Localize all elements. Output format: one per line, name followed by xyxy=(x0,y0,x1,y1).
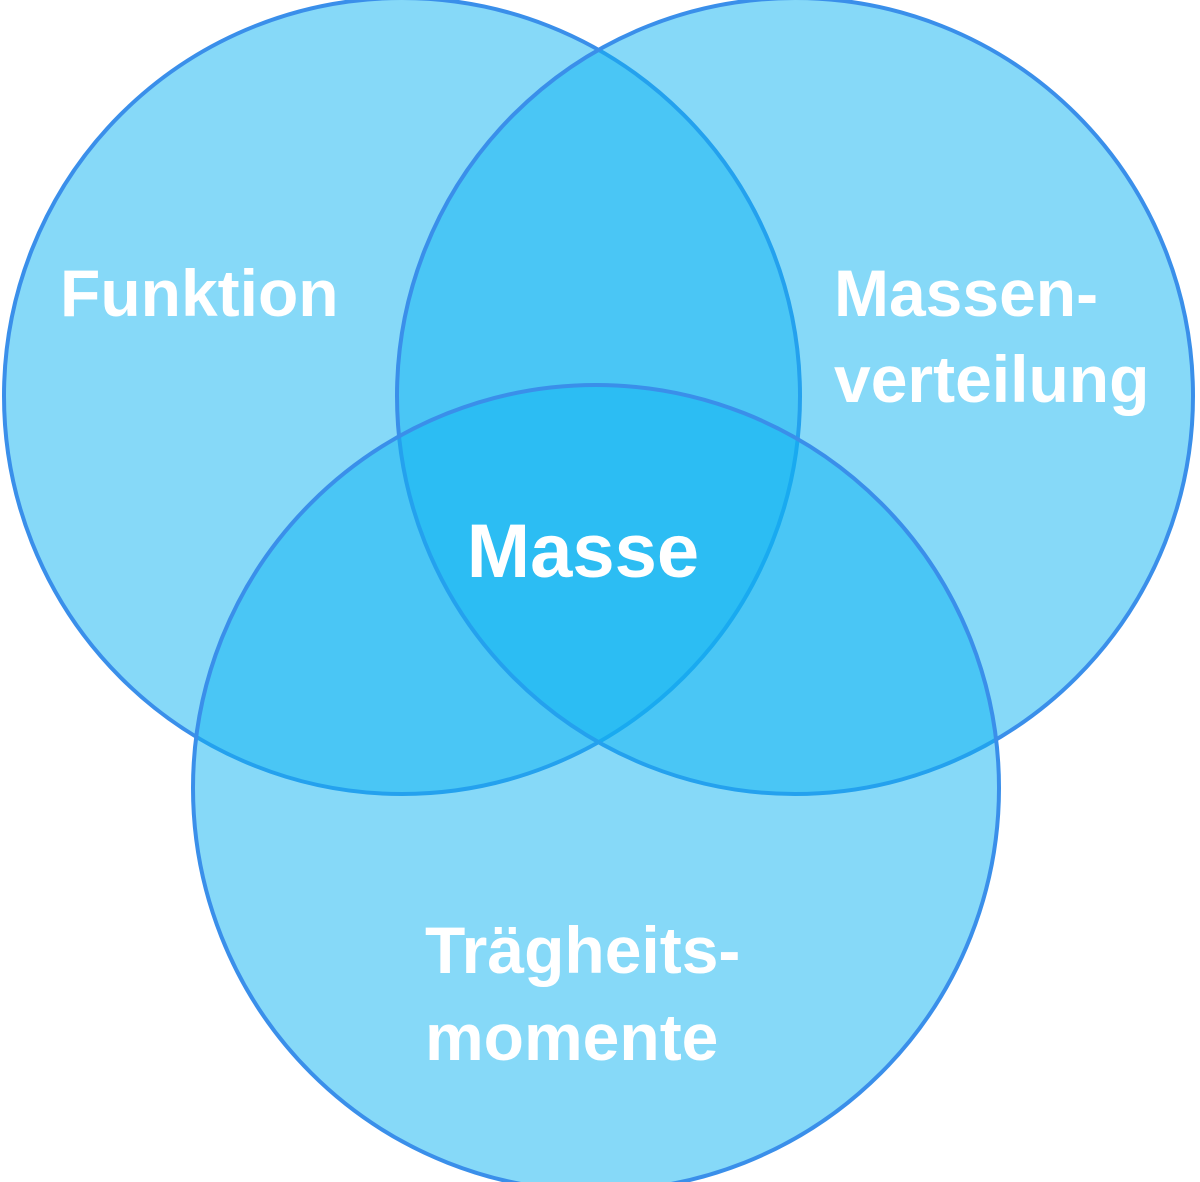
label-massenverteilung-line2: verteilung xyxy=(834,342,1149,416)
label-masse: Masse xyxy=(467,509,699,594)
label-funktion: Funktion xyxy=(60,256,339,330)
label-traegheitsmomente-line2: momente xyxy=(425,1000,718,1074)
label-traegheitsmomente-line1: Trägheits- xyxy=(425,913,740,987)
circle-traegheitsmomente xyxy=(191,383,1001,1182)
label-massenverteilung-line1: Massen- xyxy=(834,256,1098,330)
